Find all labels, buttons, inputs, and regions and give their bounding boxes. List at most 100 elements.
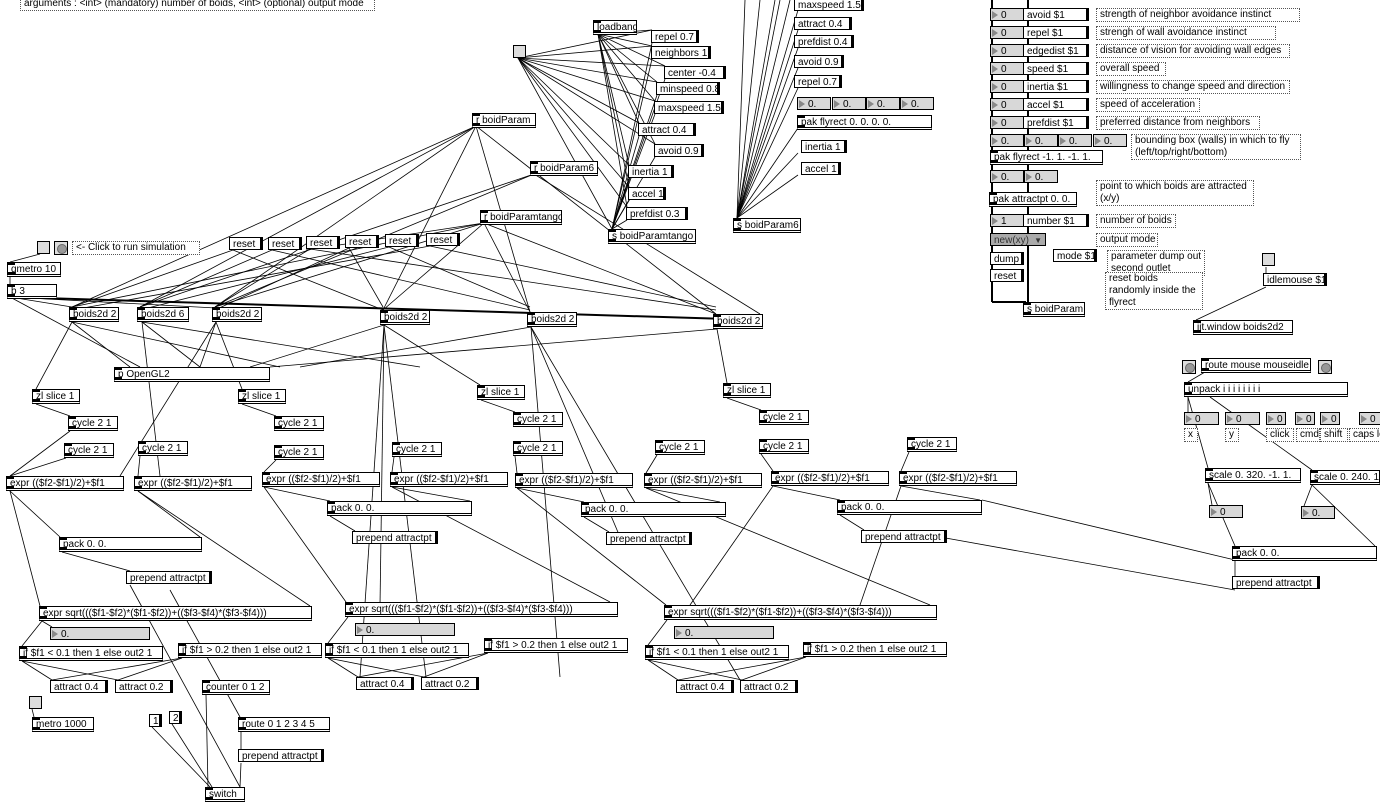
object-box-s-boidparamtango[interactable]: s boidParamtango: [608, 229, 696, 244]
message-box-avoid-0-9[interactable]: avoid 0.9: [654, 144, 704, 157]
number-box[interactable]: 0.: [1024, 134, 1058, 147]
object-box-cycle-2-1[interactable]: cycle 2 1: [513, 441, 563, 456]
patch-cord[interactable]: [900, 485, 981, 501]
message-box-attract-0-4[interactable]: attract 0.4: [676, 680, 734, 693]
message-box-prefdist-0-3[interactable]: prefdist 0.3: [626, 207, 688, 220]
patch-cord[interactable]: [517, 57, 658, 83]
number-box[interactable]: 0.: [1024, 170, 1058, 183]
message-box-speed-1[interactable]: speed $1: [1023, 62, 1089, 75]
patch-cord[interactable]: [939, 536, 1236, 591]
patch-cord[interactable]: [21, 660, 119, 681]
number-box[interactable]: 0: [990, 44, 1024, 57]
toggle[interactable]: [1262, 253, 1275, 266]
patch-cord[interactable]: [388, 246, 531, 308]
object-box-expr-f2-f1-2-f1[interactable]: expr (($f2-$f1)/2)+$f1: [644, 473, 762, 488]
object-box-cycle-2-1[interactable]: cycle 2 1: [274, 416, 324, 431]
message-box-attract-0-2[interactable]: attract 0.2: [740, 680, 798, 693]
patch-cord[interactable]: [263, 459, 277, 473]
number-box[interactable]: 0: [990, 26, 1024, 39]
object-box-r-boidparam6[interactable]: r boidParam6: [530, 161, 598, 176]
patch-cord[interactable]: [391, 486, 471, 502]
patch-cord[interactable]: [517, 57, 640, 124]
patch-cord[interactable]: [117, 657, 183, 681]
patch-cord[interactable]: [171, 723, 213, 788]
umenu-dropdown-new-xy[interactable]: new(xy): [990, 233, 1046, 246]
patch-cord[interactable]: [71, 245, 431, 311]
patch-cord[interactable]: [736, 47, 799, 219]
patch-cord[interactable]: [137, 490, 201, 538]
patch-cord[interactable]: [151, 726, 211, 788]
object-box-expr-f2-f1-2-f1[interactable]: expr (($f2-$f1)/2)+$f1: [771, 471, 889, 486]
patch-cord[interactable]: [516, 487, 585, 503]
message-box-reset[interactable]: reset: [229, 237, 263, 250]
object-box-pack-0-0[interactable]: pack 0. 0.: [327, 501, 472, 516]
patch-cord[interactable]: [647, 659, 679, 681]
object-box-zl-slice-1[interactable]: zl slice 1: [32, 389, 80, 404]
message-box-attract-0-4[interactable]: attract 0.4: [50, 680, 108, 693]
number-box[interactable]: 0.: [832, 97, 866, 110]
number-box[interactable]: 0.: [1058, 134, 1092, 147]
number-box[interactable]: 0.: [990, 170, 1024, 183]
number-box[interactable]: 0: [1266, 412, 1286, 425]
patch-cord[interactable]: [348, 247, 384, 308]
patch-cord[interactable]: [597, 33, 630, 188]
patch-cord[interactable]: [736, 0, 776, 219]
object-box-zl-slice-1[interactable]: zl slice 1: [238, 389, 286, 404]
message-box-avoid-1[interactable]: avoid $1: [1023, 8, 1089, 21]
object-box-r-boidparam[interactable]: r boidParam: [472, 113, 536, 128]
patch-cord[interactable]: [214, 248, 311, 308]
patch-cord[interactable]: [249, 324, 385, 368]
object-box-boids2d-2[interactable]: boids2d 2: [713, 314, 763, 329]
patch-cord[interactable]: [391, 456, 395, 473]
object-box-if-f1-0-2-then-1-else-out2-1[interactable]: if $f1 > 0.2 then 1 else out2 1: [484, 638, 628, 653]
patch-cord[interactable]: [383, 324, 481, 386]
message-box-maxspeed-1-5[interactable]: maxspeed 1.5: [794, 0, 864, 11]
message-box-inertia-1[interactable]: inertia $1: [1023, 80, 1089, 93]
patch-cord[interactable]: [647, 659, 743, 681]
message-box-reset[interactable]: reset: [306, 236, 340, 249]
patch-cord[interactable]: [483, 222, 531, 313]
message-box-prefdist-1[interactable]: prefdist $1: [1023, 116, 1089, 129]
patch-cord[interactable]: [517, 57, 630, 166]
message-box-repel-0-7[interactable]: repel 0.7: [794, 75, 842, 88]
patch-cord[interactable]: [741, 656, 807, 681]
patch-cord[interactable]: [736, 152, 799, 219]
number-box[interactable]: 0.: [1093, 134, 1127, 147]
message-box-minspeed-0-8[interactable]: minspeed 0.8: [656, 82, 720, 95]
patch-cord[interactable]: [31, 708, 35, 718]
number-box[interactable]: 1: [990, 214, 1024, 227]
patch-cord[interactable]: [760, 453, 774, 472]
patch-cord[interactable]: [141, 321, 201, 368]
object-box-jit-window-boids2d2[interactable]: jit.window boids2d2: [1193, 320, 1293, 335]
number-box[interactable]: 0.: [674, 626, 774, 639]
message-box-inertia-1[interactable]: inertia 1: [628, 165, 674, 178]
patch-cord[interactable]: [736, 0, 761, 219]
patch-cord[interactable]: [61, 551, 131, 572]
patch-cord[interactable]: [327, 657, 425, 678]
patch-cord[interactable]: [597, 33, 630, 166]
object-box-b-3[interactable]: b 3: [7, 284, 57, 299]
patch-cord[interactable]: [647, 619, 668, 646]
message-box-number-1[interactable]: number $1: [1023, 214, 1089, 227]
patch-cord[interactable]: [517, 45, 653, 59]
patch-cord[interactable]: [9, 490, 41, 607]
patch-cord[interactable]: [327, 657, 359, 678]
object-box-s-boidparam6[interactable]: s boidParam6: [733, 218, 801, 233]
object-box-unpack-i-i-i-i-i-i-i-i[interactable]: unpack i i i i i i i i: [1184, 382, 1348, 397]
object-box-expr-f2-f1-2-f1[interactable]: expr (($f2-$f1)/2)+$f1: [515, 473, 633, 488]
number-box[interactable]: 0: [1295, 412, 1315, 425]
message-box-maxspeed-1-5[interactable]: maxspeed 1.5: [654, 101, 724, 114]
message-box-repel-0-7[interactable]: repel 0.7: [651, 30, 699, 43]
object-box-expr-f2-f1-2-f1[interactable]: expr (($f2-$f1)/2)+$f1: [262, 472, 380, 487]
message-box-inertia-1[interactable]: inertia 1: [801, 140, 847, 153]
message-box-prepend-attractpt[interactable]: prepend attractpt: [861, 530, 947, 543]
patch-cord[interactable]: [514, 455, 518, 474]
message-box-reset[interactable]: reset: [990, 269, 1024, 282]
patch-cord[interactable]: [21, 620, 43, 647]
patch-cord[interactable]: [597, 33, 653, 47]
patch-cord[interactable]: [9, 253, 41, 263]
object-box-p-opengl2[interactable]: p OpenGL2: [114, 367, 270, 382]
object-box-counter-0-1-2[interactable]: counter 0 1 2: [202, 680, 270, 695]
patch-cord[interactable]: [269, 328, 718, 368]
patch-cord[interactable]: [583, 516, 610, 533]
